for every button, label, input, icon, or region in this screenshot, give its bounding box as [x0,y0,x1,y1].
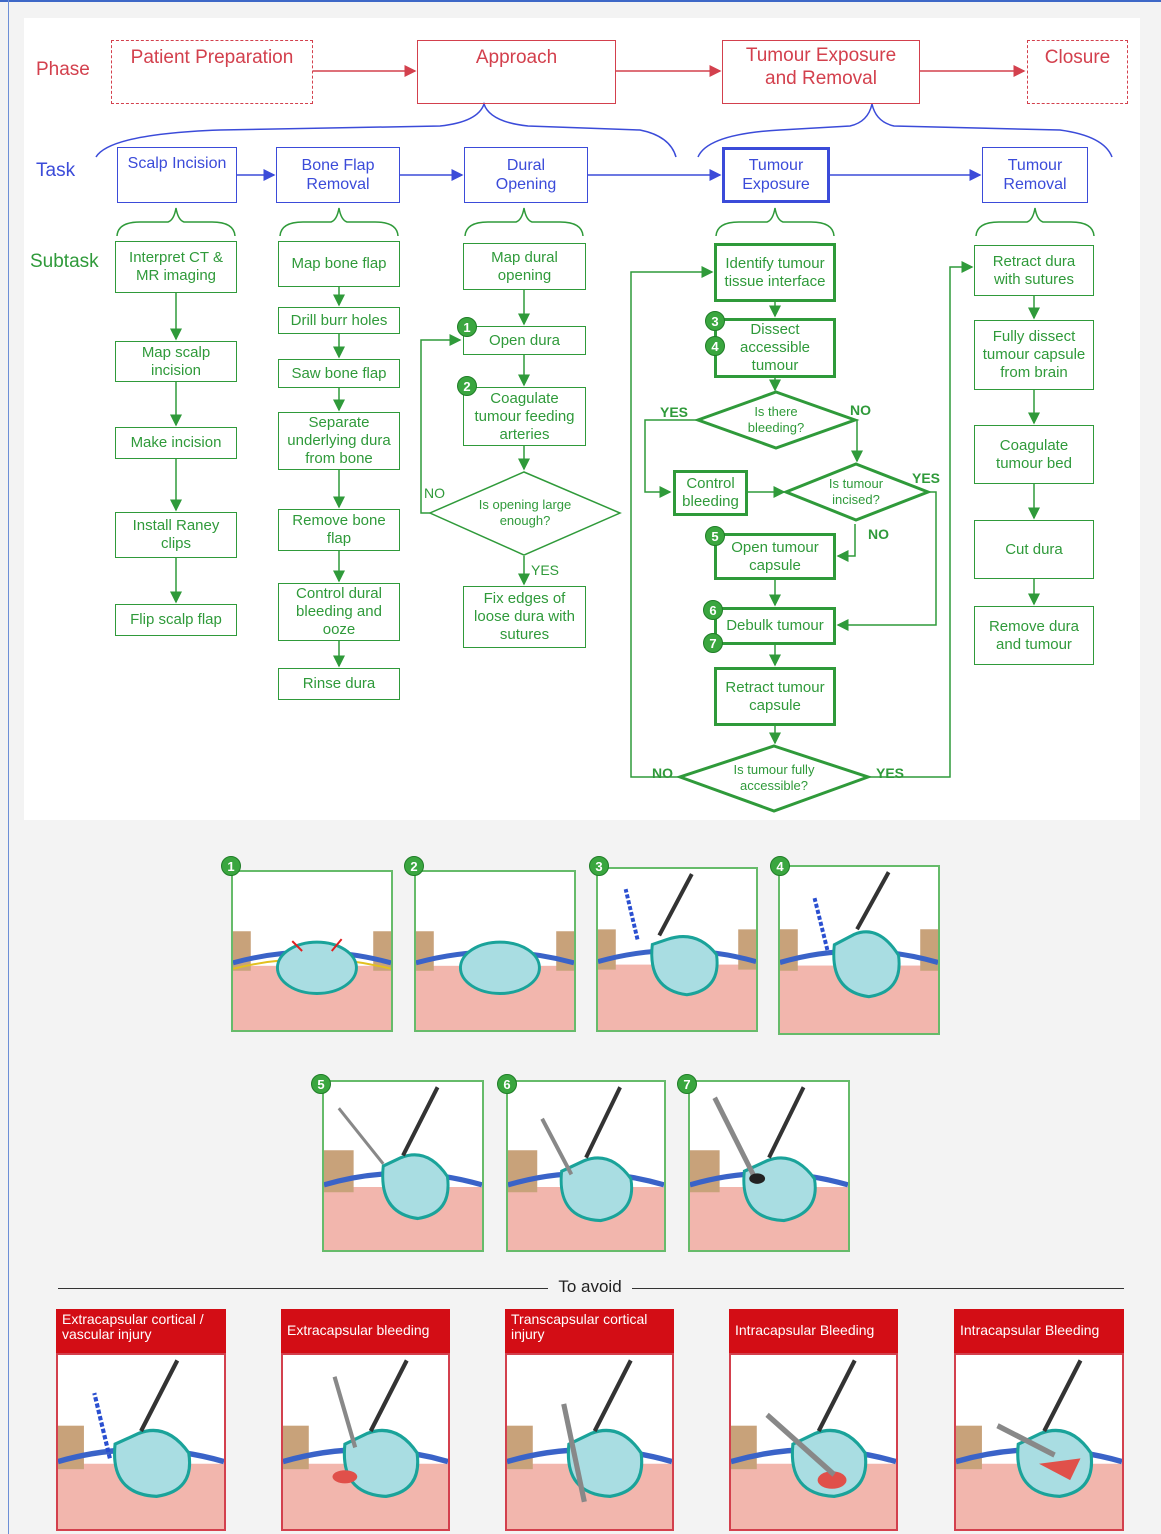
step-badge-3: 3 [705,311,725,331]
subtask-retract-capsule: Retract tumour capsule [714,667,836,726]
phase-closure: Closure [1027,40,1128,104]
subtask-drill-burr-holes: Drill burr holes [278,307,400,334]
phase-row-label: Phase [36,59,90,80]
task-tumour-exposure: Tumour Exposure [722,147,830,203]
illustration-badge-5: 5 [311,1074,331,1094]
subtask-remove-dura-tumour: Remove dura and tumour [974,606,1094,665]
task-dural-opening: Dural Opening [464,147,588,203]
label-yes-bleeding: YES [660,404,689,420]
decision-bleeding: Is there bleeding? [747,404,805,435]
subtask-coagulate-arteries: Coagulate tumour feeding arteries [463,387,586,446]
avoid-header-2: Extracapsular bleeding [281,1309,450,1353]
illustration-badge-4: 4 [770,856,790,876]
illustration-badge-1: 1 [221,856,241,876]
subtask-row-label: Subtask [30,251,99,272]
subtask-separate-dura: Separate underlying dura from bone [278,412,400,470]
subtask-open-capsule: Open tumour capsule [714,533,836,580]
left-border [8,0,9,1534]
avoid-illustration-3 [505,1353,674,1531]
subtask-control-dural-bleeding: Control dural bleeding and ooze [278,583,400,641]
subtask-coagulate-bed: Coagulate tumour bed [974,425,1094,484]
phase-patient-preparation: Patient Preparation [111,40,313,104]
subtask-dissect-accessible: Dissect accessible tumour [714,318,836,378]
step-badge-6: 6 [703,600,723,620]
avoid-illustration-2 [281,1353,450,1531]
label-yes-accessible: YES [876,765,905,781]
label-no-accessible: NO [652,765,673,781]
step-badge-4: 4 [705,336,725,356]
subtask-make-incision: Make incision [115,427,237,459]
phase-tumour-exposure-removal: Tumour Exposure and Removal [722,40,920,104]
label-yes-opening: YES [531,562,560,578]
avoid-header-1: Extracapsular cortical / vascular injury [56,1309,226,1353]
subtask-map-dural-opening: Map dural opening [463,243,586,290]
task-scalp-incision: Scalp Incision [117,147,237,203]
label-yes-incised: YES [912,470,941,486]
subtask-debulk-tumour: Debulk tumour [714,607,836,645]
avoid-divider-right [632,1288,1124,1289]
avoid-illustration-4 [729,1353,898,1531]
avoid-illustration-1 [56,1353,226,1531]
subtask-fix-dura-edges: Fix edges of loose dura with sutures [463,586,586,648]
illustration-badge-3: 3 [589,856,609,876]
step-badge-7: 7 [703,633,723,653]
step-4-illustration [778,865,940,1035]
subtask-map-scalp-incision: Map scalp incision [115,341,237,382]
step-badge-5: 5 [705,526,725,546]
subtask-identify-interface: Identify tumour tissue interface [714,243,836,302]
avoid-header-5: Intracapsular Bleeding [954,1309,1124,1353]
illustration-badge-2: 2 [404,856,424,876]
task-tumour-removal: Tumour Removal [982,147,1088,203]
task-bone-flap-removal: Bone Flap Removal [276,147,400,203]
avoid-divider-left [58,1288,548,1289]
subtask-map-bone-flap: Map bone flap [278,241,400,287]
subtask-cut-dura: Cut dura [974,520,1094,579]
step-7-illustration [688,1080,850,1252]
avoid-header-3: Transcapsular cortical injury [505,1309,674,1353]
top-border [0,0,1161,8]
decision-tumour-incised: Is tumour incised? [828,476,884,507]
subtask-interpret-imaging: Interpret CT & MR imaging [115,241,237,293]
label-no-opening: NO [424,485,445,501]
subtask-retract-dura-sutures: Retract dura with sutures [974,245,1094,296]
illustration-badge-7: 7 [677,1074,697,1094]
subtask-install-raney-clips: Install Raney clips [115,512,237,558]
subtask-remove-bone-flap: Remove bone flap [278,509,400,551]
task-row-label: Task [36,160,76,181]
step-6-illustration [506,1080,666,1252]
subtask-rinse-dura: Rinse dura [278,668,400,700]
label-no-incised: NO [868,526,889,542]
step-5-illustration [322,1080,484,1252]
step-1-illustration [231,870,393,1032]
avoid-title: To avoid [550,1277,630,1297]
step-3-illustration [596,867,758,1032]
flowchart-panel [24,18,1140,820]
label-no-bleeding: NO [850,402,871,418]
step-badge-2: 2 [457,376,477,396]
illustration-badge-6: 6 [497,1074,517,1094]
subtask-saw-bone-flap: Saw bone flap [278,359,400,388]
subtask-fully-dissect-capsule: Fully dissect tumour capsule from brain [974,320,1094,390]
step-badge-1: 1 [457,317,477,337]
phase-approach: Approach [417,40,616,104]
decision-opening-large-enough: Is opening large enough? [478,497,572,528]
subtask-control-bleeding: Control bleeding [673,470,748,516]
flowchart-connectors [95,65,1113,813]
subtask-flip-scalp-flap: Flip scalp flap [115,604,237,636]
step-2-illustration [414,870,576,1032]
subtask-open-dura: Open dura [463,326,586,355]
decision-fully-accessible: Is tumour fully accessible? [733,762,815,793]
avoid-header-4: Intracapsular Bleeding [729,1309,898,1353]
avoid-illustration-5 [954,1353,1124,1531]
